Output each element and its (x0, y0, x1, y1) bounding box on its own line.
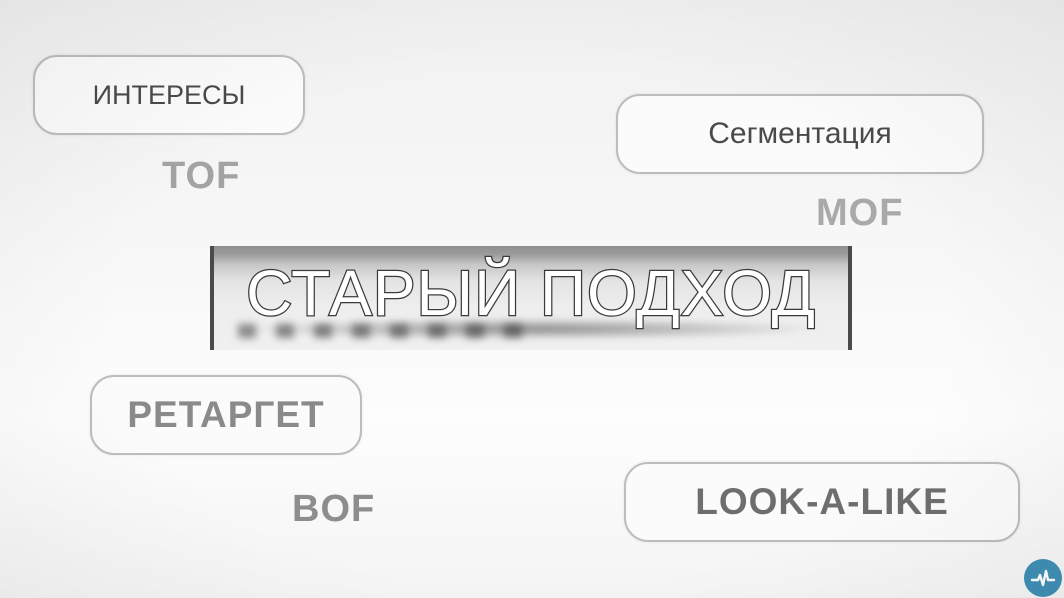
segmentation-pill: Сегментация (616, 94, 984, 174)
channel-logo[interactable] (1024, 559, 1062, 597)
mof-label: MOF (816, 192, 904, 234)
segmentation-label: Сегментация (708, 117, 892, 150)
interests-pill: ИНТЕРЕСЫ (33, 55, 305, 135)
banner-blurred-text (238, 324, 538, 338)
retarget-label: РЕТАРГЕТ (127, 394, 325, 435)
tof-label: TOF (162, 155, 241, 197)
bof-label: BOF (292, 488, 376, 530)
lookalike-pill: LOOK-A-LIKE (624, 462, 1020, 542)
pulse-icon (1030, 569, 1056, 587)
title-banner: СТАРЫЙ ПОДХОД (210, 246, 852, 350)
retarget-pill: РЕТАРГЕТ (90, 375, 362, 455)
interests-label: ИНТЕРЕСЫ (92, 79, 246, 110)
lookalike-label: LOOK-A-LIKE (695, 481, 949, 522)
banner-title: СТАРЫЙ ПОДХОД (245, 256, 816, 331)
